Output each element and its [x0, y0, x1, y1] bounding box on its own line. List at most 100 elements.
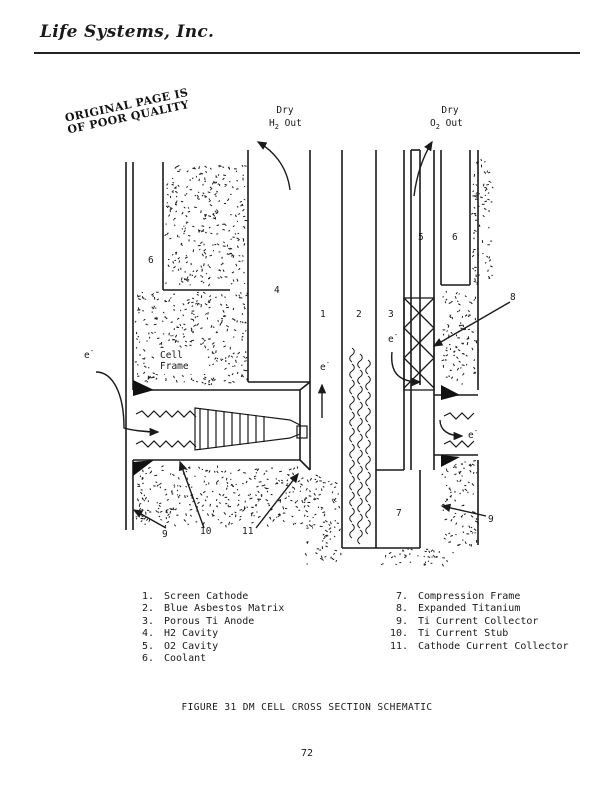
stipple-speck	[155, 377, 158, 380]
stipple-speck	[191, 274, 194, 277]
stipple-speck	[260, 493, 263, 496]
stipple-speck	[181, 211, 184, 215]
stipple-speck	[209, 254, 213, 257]
stipple-speck	[143, 371, 146, 375]
stipple-speck	[226, 253, 229, 255]
stipple-speck	[235, 294, 238, 297]
stipple-speck	[166, 193, 169, 196]
stipple-speck	[253, 477, 256, 480]
stipple-speck	[191, 297, 195, 300]
stipple-speck	[156, 317, 158, 321]
stipple-speck	[338, 505, 341, 509]
stipple-speck	[170, 321, 173, 323]
stipple-speck	[221, 476, 224, 479]
stipple-speck	[205, 231, 207, 234]
stipple-speck	[168, 339, 171, 342]
stipple-speck	[471, 511, 476, 513]
stipple-speck	[277, 514, 280, 518]
stipple-speck	[446, 559, 448, 563]
stipple-speck	[232, 307, 235, 311]
matrix-fiber	[349, 459, 355, 475]
region-label-7: 7	[396, 508, 402, 519]
stipple-speck	[228, 515, 231, 518]
stipple-speck	[225, 477, 228, 481]
stipple-speck	[451, 316, 454, 320]
stipple-speck	[475, 472, 478, 474]
stipple-speck	[222, 309, 225, 313]
stipple-speck	[315, 552, 318, 555]
matrix-fiber	[357, 401, 363, 417]
stipple-speck	[195, 269, 199, 273]
stipple-speck	[205, 313, 208, 315]
stipple-speck	[310, 525, 314, 528]
stipple-speck	[277, 499, 282, 502]
stipple-speck	[231, 318, 235, 321]
matrix-fiber	[357, 529, 363, 545]
stipple-speck	[245, 294, 248, 297]
stipple-speck	[300, 522, 304, 525]
stipple-speck	[254, 468, 258, 470]
stipple-speck	[319, 549, 322, 551]
stipple-speck	[165, 379, 167, 382]
stipple-speck	[141, 508, 144, 511]
stipple-speck	[468, 525, 471, 529]
stipple-speck	[139, 507, 142, 511]
stipple-speck	[453, 354, 456, 357]
stipple-speck	[483, 161, 486, 163]
stipple-speck	[232, 225, 235, 228]
stipple-speck	[140, 491, 143, 495]
stipple-speck	[190, 377, 193, 381]
stipple-speck	[149, 375, 152, 379]
stipple-speck	[146, 509, 150, 512]
stipple-speck	[455, 346, 458, 349]
stipple-speck	[204, 475, 206, 478]
stipple-speck	[216, 480, 220, 483]
stipple-speck	[324, 481, 326, 484]
stipple-speck	[217, 518, 220, 521]
stipple-speck	[184, 256, 188, 259]
stipple-speck	[236, 180, 239, 182]
stipple-speck	[233, 365, 236, 367]
stipple-speck	[165, 205, 168, 208]
stipple-speck	[268, 504, 271, 507]
stipple-speck	[222, 166, 225, 168]
stipple-speck	[200, 172, 204, 175]
stipple-speck	[216, 224, 220, 227]
stipple-speck	[484, 261, 487, 264]
stipple-speck	[430, 549, 434, 553]
stipple-speck	[214, 182, 217, 184]
stipple-speck	[471, 463, 475, 466]
stipple-speck	[424, 563, 427, 566]
stipple-speck	[299, 486, 302, 488]
matrix-fiber	[357, 481, 363, 497]
stipple-speck	[205, 469, 207, 472]
stipple-speck	[231, 271, 235, 274]
stipple-speck	[183, 206, 186, 209]
stipple-speck	[198, 178, 200, 182]
legend-left: 1.Screen Cathode 2.Blue Asbestos Matrix …	[128, 591, 284, 665]
stipple-speck	[467, 328, 471, 331]
stipple-speck	[303, 514, 306, 517]
stipple-speck	[203, 217, 205, 220]
figure-caption: FIGURE 31 DM CELL CROSS SECTION SCHEMATI…	[181, 702, 433, 713]
region-label-2: 2	[356, 309, 362, 320]
stipple-speck	[257, 515, 261, 518]
stipple-speck	[198, 229, 201, 232]
stipple-speck	[191, 305, 194, 307]
stipple-speck	[202, 490, 206, 494]
legend-item: 11.Cathode Current Collector	[389, 640, 569, 652]
stipple-speck	[321, 540, 324, 542]
stipple-speck	[147, 375, 150, 378]
stipple-speck	[185, 470, 188, 473]
stipple-speck	[181, 327, 184, 329]
stipple-speck	[482, 215, 485, 218]
legend-item: 10.Ti Current Stub	[389, 628, 509, 640]
callout-10: 10	[200, 526, 212, 537]
stipple-speck	[490, 265, 493, 268]
stipple-speck	[155, 510, 159, 513]
stipple-speck	[388, 551, 392, 555]
stipple-speck	[454, 499, 457, 502]
stipple-speck	[205, 255, 207, 259]
stipple-speck	[217, 277, 220, 279]
stipple-speck	[315, 480, 319, 483]
